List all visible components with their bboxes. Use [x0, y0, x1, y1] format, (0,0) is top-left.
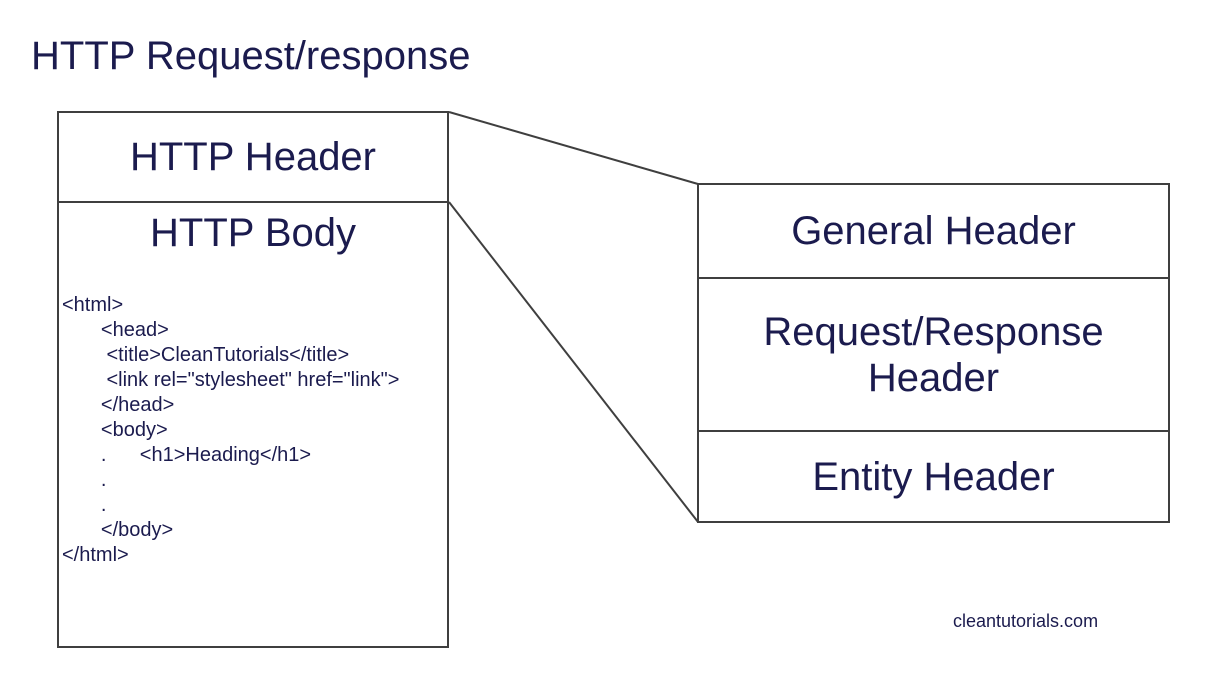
connector-line-top	[448, 111, 699, 185]
diagram-title: HTTP Request/response	[31, 34, 471, 78]
http-message-box: HTTP Header HTTP Body <html> <head> <tit…	[57, 111, 449, 648]
html-code-sample: <html> <head> <title>CleanTutorials</tit…	[62, 294, 400, 566]
entity-header-section: Entity Header	[699, 432, 1168, 521]
http-header-section: HTTP Header	[59, 113, 447, 203]
general-header-label: General Header	[791, 209, 1076, 253]
http-header-label: HTTP Header	[129, 134, 376, 179]
general-header-section: General Header	[699, 185, 1168, 279]
connector-line-bottom	[448, 201, 699, 523]
http-body-label: HTTP Body	[150, 211, 356, 255]
request-response-header-label: Request/Response Header	[763, 309, 1104, 400]
entity-header-label: Entity Header	[812, 454, 1055, 499]
header-types-box: General Header Request/Response Header E…	[697, 183, 1170, 523]
watermark-text: cleantutorials.com	[953, 611, 1099, 631]
http-body-section: HTTP Body <html> <head> <title>CleanTuto…	[59, 203, 447, 568]
request-response-header-section: Request/Response Header	[699, 279, 1168, 432]
